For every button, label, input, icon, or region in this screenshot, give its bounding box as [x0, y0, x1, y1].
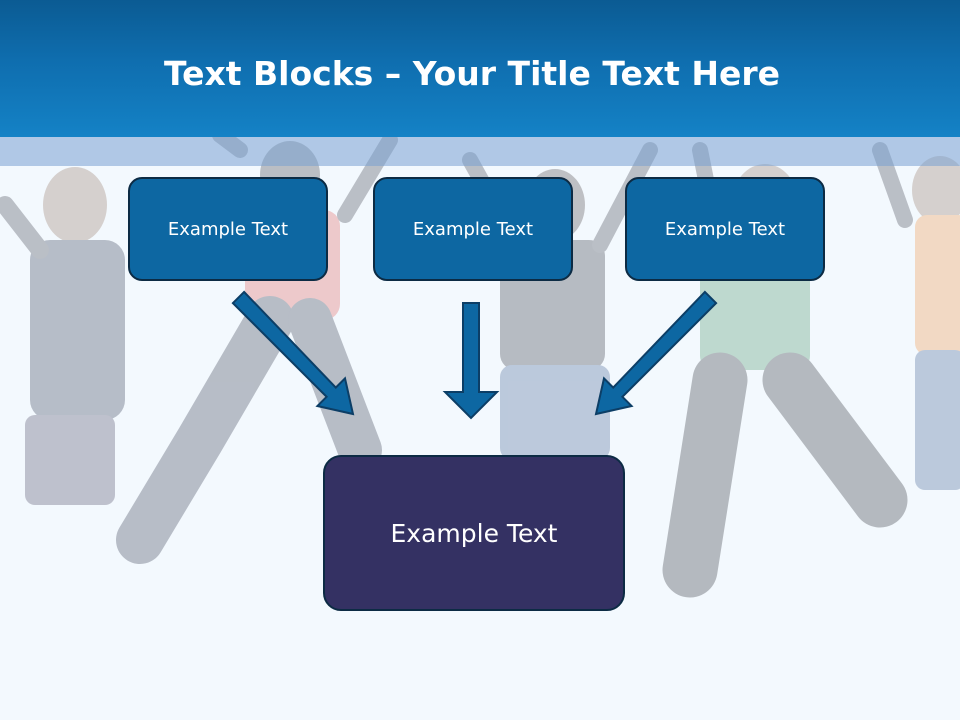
- main-text-block-label: Example Text: [390, 518, 558, 548]
- arrow-left: [231, 290, 355, 416]
- slide-title-regular: Your Title Text Here: [412, 54, 781, 93]
- slide-title-bold: Text Blocks: [163, 54, 374, 93]
- arrow-right: [594, 290, 718, 416]
- title-band: [0, 137, 960, 166]
- main-text-block[interactable]: Example Text: [323, 455, 625, 611]
- text-block-1[interactable]: Example Text: [128, 177, 328, 281]
- text-block-3[interactable]: Example Text: [625, 177, 825, 281]
- slide-title-separator: –: [373, 54, 413, 93]
- text-block-2-label: Example Text: [412, 218, 534, 240]
- slide-title: Text Blocks – Your Title Text Here: [0, 52, 944, 96]
- arrow-center: [442, 302, 500, 420]
- text-block-2[interactable]: Example Text: [373, 177, 573, 281]
- text-block-1-label: Example Text: [167, 218, 289, 240]
- title-bar: [0, 0, 960, 137]
- text-block-3-label: Example Text: [664, 218, 786, 240]
